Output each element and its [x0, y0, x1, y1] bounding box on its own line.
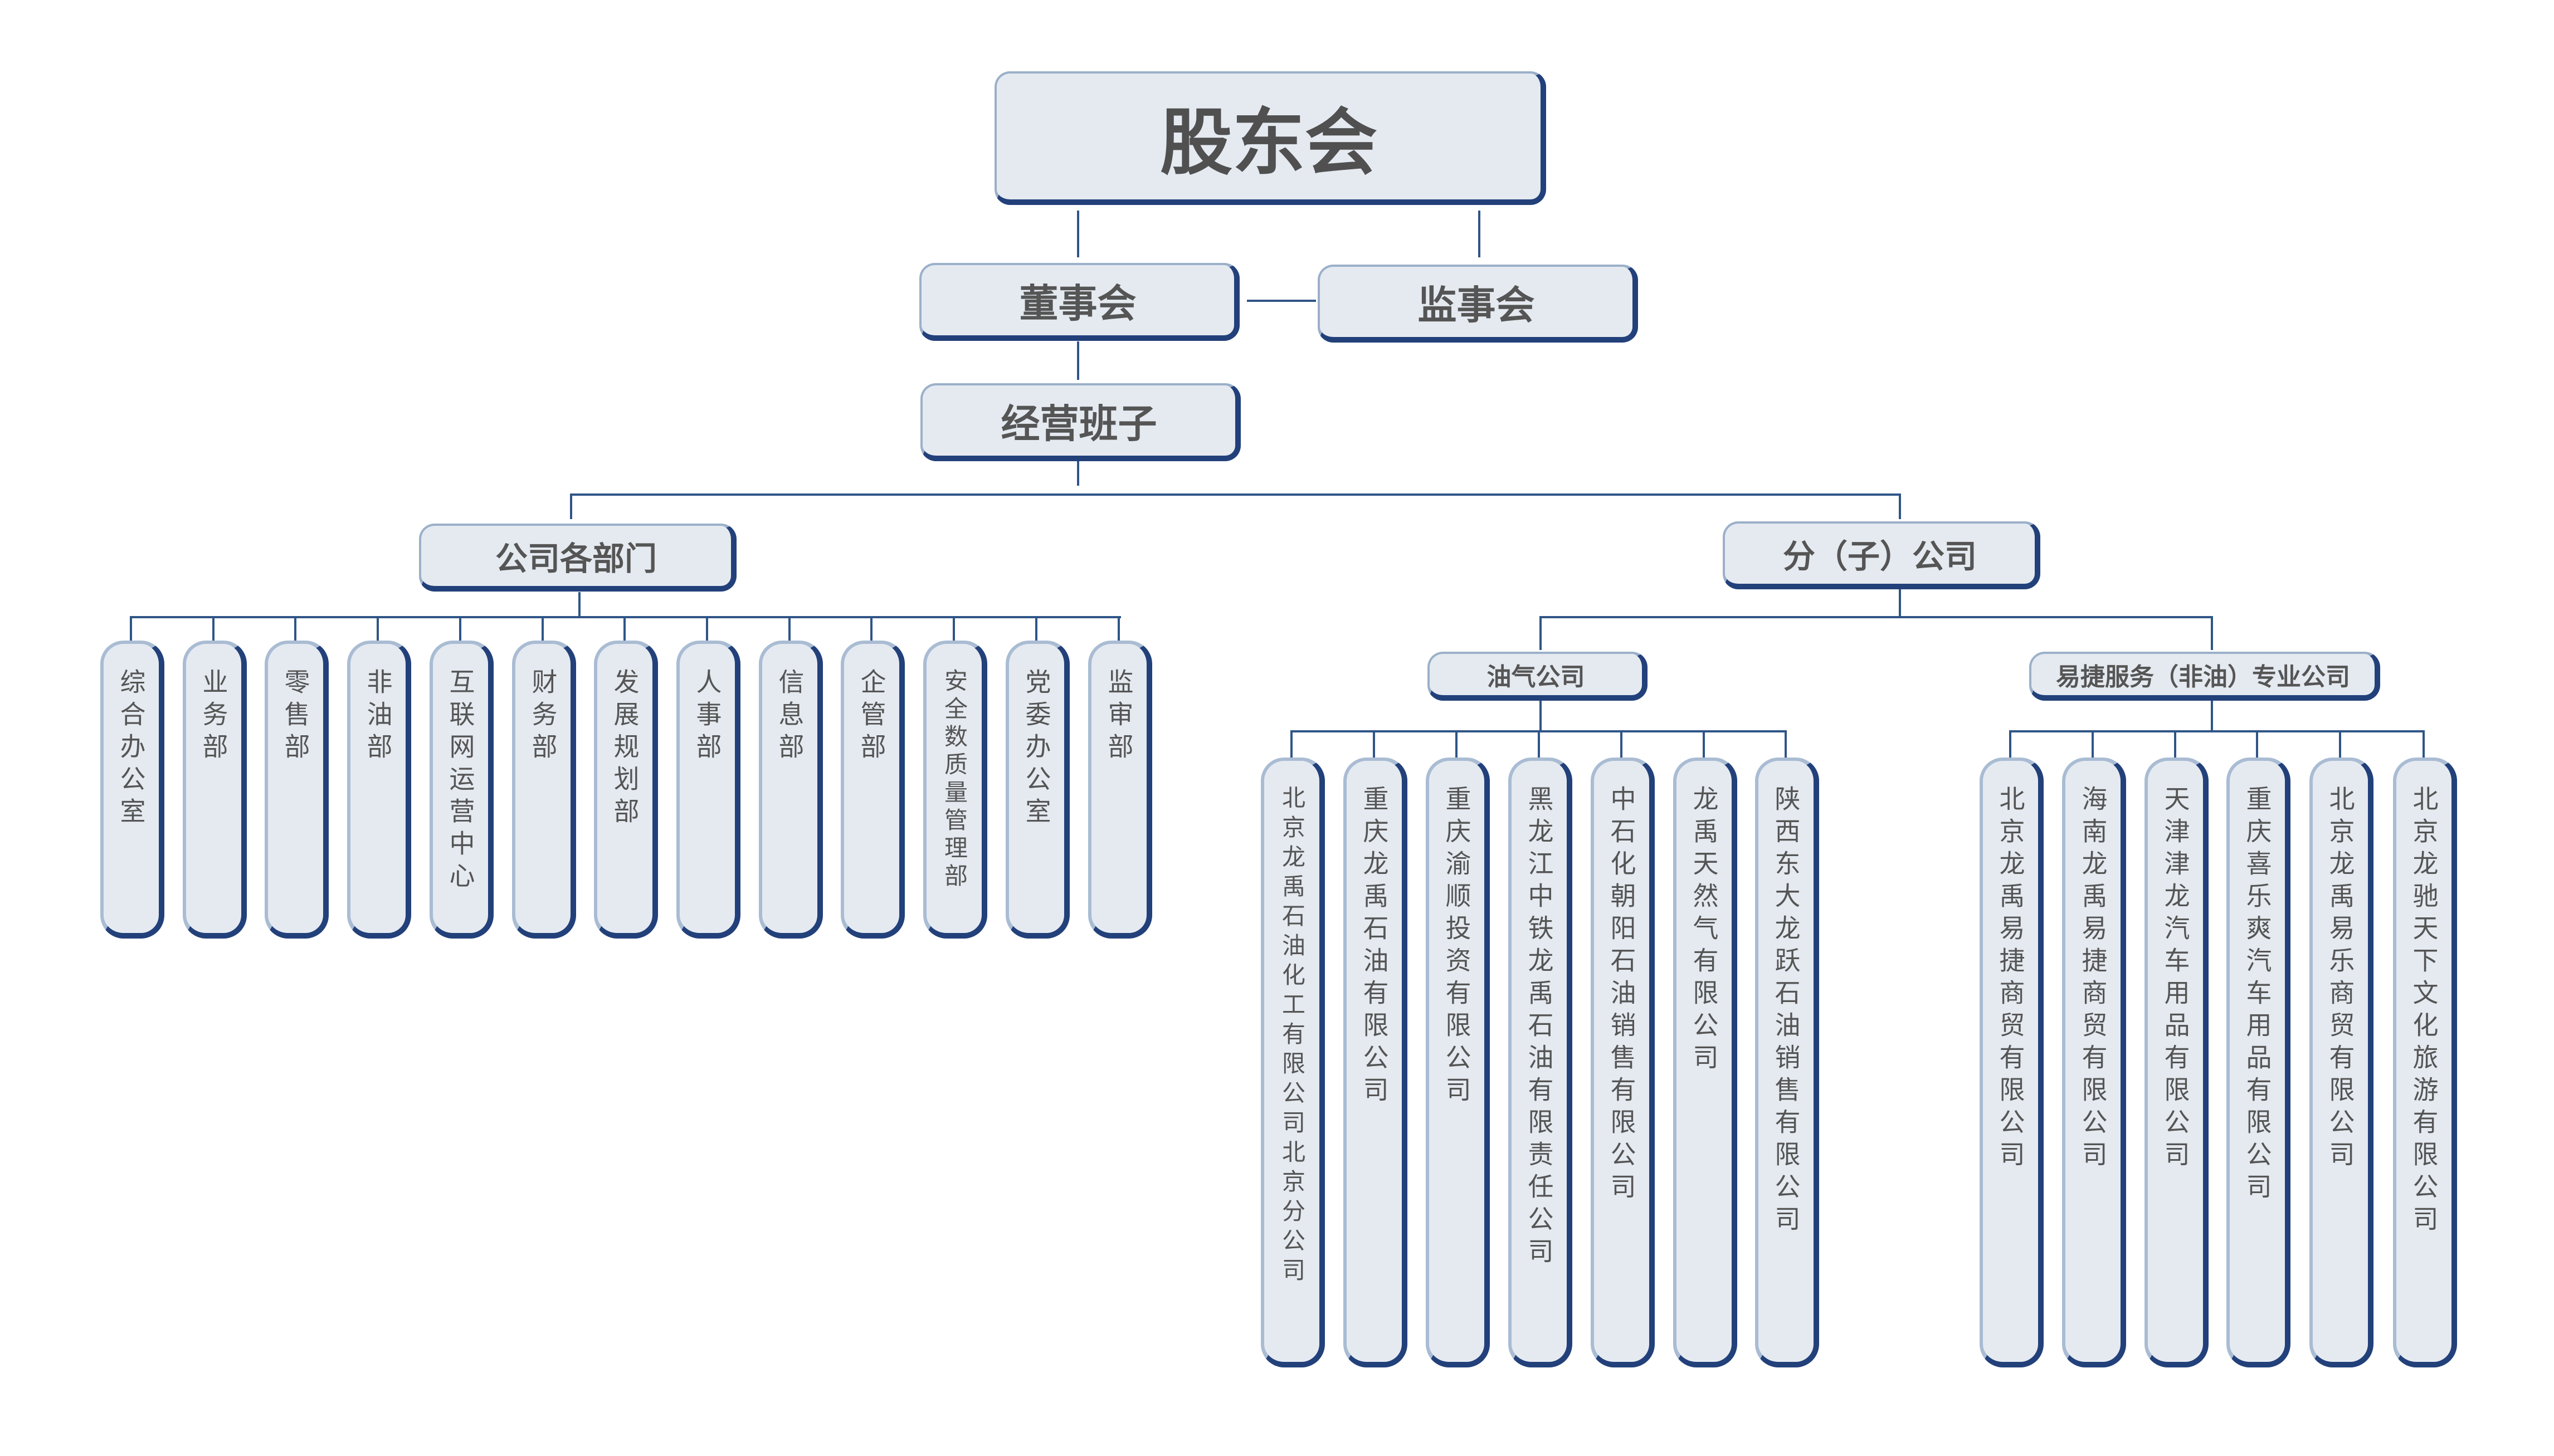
- supervisors-label: 监事会: [1417, 282, 1535, 328]
- department-item: 发展规划部: [594, 641, 658, 939]
- non-oil-company: 北京龙禹易乐商贸有限公司: [2309, 758, 2373, 1367]
- company-label: 重庆喜乐爽汽车用品有限公司: [2242, 785, 2273, 1205]
- management-box: 经营班子: [920, 383, 1241, 461]
- non-oil-company: 重庆喜乐爽汽车用品有限公司: [2226, 758, 2290, 1367]
- oil-gas-company: 北京龙禹石油化工有限公司北京分公司: [1261, 758, 1325, 1367]
- shareholders-label: 股东会: [1159, 100, 1377, 185]
- non-oil-company: 北京龙驰天下文化旅游有限公司: [2393, 758, 2457, 1367]
- non-oil-company: 天津津龙汽车用品有限公司: [2144, 758, 2209, 1367]
- department-item: 安全数质量管理部: [923, 641, 987, 939]
- departments-title: 公司各部门: [495, 540, 657, 578]
- department-item: 财务部: [512, 641, 576, 939]
- board-label: 董事会: [1019, 280, 1137, 326]
- non-oil-company: 海南龙禹易捷商贸有限公司: [2062, 758, 2126, 1367]
- company-label: 北京龙禹易乐商贸有限公司: [2325, 785, 2356, 1173]
- company-label: 北京龙禹石油化工有限公司北京分公司: [1278, 785, 1306, 1287]
- supervisors-box: 监事会: [1318, 265, 1638, 343]
- company-label: 中石化朝阳石油销售有限公司: [1606, 785, 1637, 1205]
- oil-gas-company: 重庆渝顺投资有限公司: [1426, 758, 1490, 1367]
- department-item: 综合办公室: [100, 641, 164, 939]
- management-label: 经营班子: [1001, 400, 1157, 447]
- department-label: 监审部: [1104, 668, 1134, 765]
- oil-gas-company: 黑龙江中铁龙禹石油有限责任公司: [1508, 758, 1572, 1367]
- department-label: 安全数质量管理部: [940, 668, 968, 891]
- oil-gas-company: 中石化朝阳石油销售有限公司: [1591, 758, 1655, 1367]
- non-oil-title: 易捷服务（非油）专业公司: [2056, 663, 2350, 691]
- subsidiaries-title: 分（子）公司: [1782, 538, 1977, 575]
- department-item: 非油部: [347, 641, 411, 939]
- company-label: 重庆渝顺投资有限公司: [1441, 785, 1472, 1108]
- department-label: 人事部: [692, 668, 723, 765]
- non-oil-box: 易捷服务（非油）专业公司: [2029, 652, 2380, 701]
- department-item: 企管部: [841, 641, 905, 939]
- company-label: 重庆龙禹石油有限公司: [1359, 785, 1390, 1108]
- company-label: 北京龙禹易捷商贸有限公司: [1995, 785, 2026, 1173]
- department-label: 信息部: [774, 668, 805, 765]
- department-label: 财务部: [528, 668, 558, 765]
- oil-gas-box: 油气公司: [1427, 652, 1648, 701]
- oil-gas-company: 陕西东大龙跃石油销售有限公司: [1755, 758, 1819, 1367]
- oil-gas-title: 油气公司: [1486, 663, 1585, 691]
- company-label: 北京龙驰天下文化旅游有限公司: [2409, 785, 2439, 1238]
- company-label: 海南龙禹易捷商贸有限公司: [2078, 785, 2108, 1173]
- company-label: 陕西东大龙跃石油销售有限公司: [1771, 785, 1801, 1238]
- subsidiaries-box: 分（子）公司: [1723, 521, 2040, 589]
- company-label: 天津津龙汽车用品有限公司: [2160, 785, 2191, 1173]
- department-item: 业务部: [183, 641, 247, 939]
- shareholders-box: 股东会: [995, 71, 1546, 205]
- department-item: 监审部: [1088, 641, 1152, 939]
- department-label: 发展规划部: [610, 668, 640, 830]
- department-label: 非油部: [363, 668, 393, 765]
- department-label: 零售部: [280, 668, 311, 765]
- board-box: 董事会: [919, 263, 1240, 341]
- department-item: 零售部: [265, 641, 329, 939]
- company-label: 黑龙江中铁龙禹石油有限责任公司: [1524, 785, 1554, 1270]
- department-item: 人事部: [676, 641, 740, 939]
- company-label: 龙禹天然气有限公司: [1689, 785, 1719, 1076]
- department-label: 党委办公室: [1021, 668, 1052, 830]
- oil-gas-company: 龙禹天然气有限公司: [1673, 758, 1737, 1367]
- oil-gas-company: 重庆龙禹石油有限公司: [1343, 758, 1407, 1367]
- departments-box: 公司各部门: [419, 524, 737, 592]
- department-label: 综合办公室: [116, 668, 147, 830]
- non-oil-company: 北京龙禹易捷商贸有限公司: [1980, 758, 2044, 1367]
- department-label: 企管部: [856, 668, 887, 765]
- department-label: 业务部: [198, 668, 229, 765]
- department-item: 信息部: [759, 641, 823, 939]
- department-item: 党委办公室: [1006, 641, 1070, 939]
- department-item: 互联网运营中心: [430, 641, 494, 939]
- department-label: 互联网运营中心: [445, 668, 476, 895]
